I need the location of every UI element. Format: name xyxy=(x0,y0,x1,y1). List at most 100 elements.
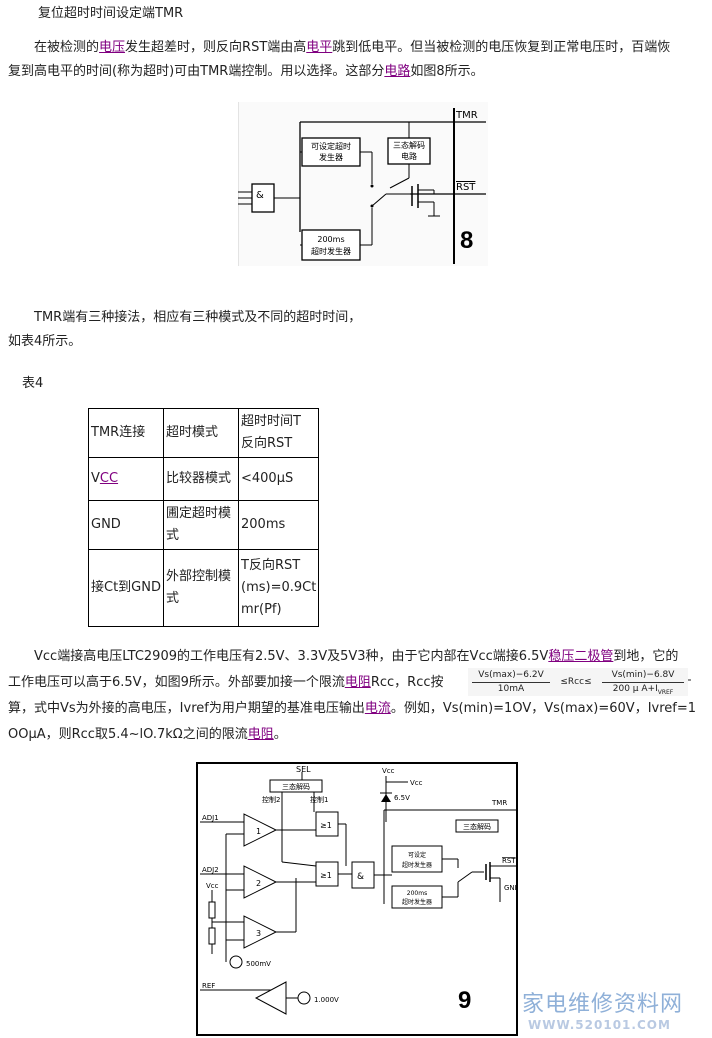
paragraph-1: 在被检测的电压发生超差时，则反向RST端由高电平跳到低电平。但当被检测的电压恢复… xyxy=(8,36,706,84)
para2-text: 如表4所示。 xyxy=(8,334,82,349)
section-title: 复位超时时间设定端TMR xyxy=(38,6,184,21)
table-caption: 表4 xyxy=(22,376,44,391)
link-zener-diode[interactable]: 稳压二极管 xyxy=(548,649,614,664)
fig9-dec-right: 三态解码 xyxy=(463,822,491,831)
table-vcc-prefix: V xyxy=(91,471,100,486)
fig8-box1-line1: 可设定超时 xyxy=(311,141,351,151)
fig8-rst-label: RST xyxy=(456,182,476,193)
fig9-or2-label: ≥1 xyxy=(320,871,332,880)
fig9-1v-source xyxy=(297,991,311,1005)
para3-text: Rcc，Rcc按 xyxy=(370,675,444,690)
fig8-number: 8 xyxy=(460,227,473,254)
fig9-gnd-label: GND xyxy=(504,884,518,892)
fig9-or1-label: ≥1 xyxy=(320,821,332,830)
table-header-time-l1: 超时时间T xyxy=(241,414,301,429)
figure-8: TMR RST 可设定超时 发生器 三态解码 电路 200ms 超时发生器 & xyxy=(238,102,488,266)
fig9-adjustable-timeout-box xyxy=(391,845,443,873)
formula-bar-2 xyxy=(602,682,684,683)
table-cell: 超时模式 xyxy=(163,408,239,458)
table-cell: GND xyxy=(88,500,164,550)
table-header-time-l2: 反向RST xyxy=(241,436,293,451)
fig9-comp2-label: 2 xyxy=(256,879,261,888)
fig9-rst-label: RST xyxy=(502,857,516,865)
table-cell: 圃定超时模式 xyxy=(163,500,239,550)
fig9-comp1-label: 1 xyxy=(256,827,261,836)
fig8-box1-line2: 发生器 xyxy=(319,152,343,162)
table-cell-text: GND xyxy=(91,517,121,532)
fig9-comparator-3 xyxy=(243,915,278,949)
figure-8-diagram: TMR RST 可设定超时 发生器 三态解码 电路 200ms 超时发生器 & xyxy=(238,102,488,266)
para3-text: 。例如，Vs(min)=1OV，Vs(max)=60V，Ivref=1 xyxy=(390,701,697,716)
fig9-resistor-1 xyxy=(208,901,216,919)
table-cell-text: mr(Pf) xyxy=(241,602,282,617)
link-vcc[interactable]: CC xyxy=(99,471,119,486)
fig9-box-b-l1: 200ms xyxy=(407,890,427,897)
table-cell-text: (ms)=0.9Ct xyxy=(241,580,317,595)
table-4: TMR连接 超时模式 超时时间T 反向RST VCC 比较器模式 <400μS G… xyxy=(88,408,320,627)
link-current[interactable]: 电流 xyxy=(364,701,391,716)
figure-9-diagram: SEL 三态解码 控制2 控制1 Vcc Vcc 6.5V ADJ1 1 ADJ… xyxy=(196,762,518,1036)
table-cell: 超时时间T 反向RST xyxy=(237,408,320,458)
fig8-box2-line2: 电路 xyxy=(401,151,417,161)
fig9-box-a-l1: 可设定 xyxy=(408,851,426,859)
fig9-tmr-label: TMR xyxy=(491,799,507,807)
fig9-500mv-source xyxy=(229,955,243,969)
fig8-box3-line1: 200ms xyxy=(317,235,344,244)
link-level[interactable]: 电平 xyxy=(306,40,333,55)
table-cell: 200ms xyxy=(237,500,320,550)
fig9-1v-label: 1.000V xyxy=(314,996,339,1004)
table-cell-text: 圃定超时模 xyxy=(166,506,232,521)
fig9-zener-diode xyxy=(381,794,391,802)
para1-text: 如图8所示。 xyxy=(410,64,484,79)
para1-text: 跳到低电平。但当被检测的电压恢复到正常电压时，百端恢 xyxy=(332,40,671,55)
table-cell-text: <400μS xyxy=(241,471,294,486)
formula-denominator-2: 200 μ A+IVREF xyxy=(600,683,686,699)
link-voltage[interactable]: 电压 xyxy=(99,40,126,55)
fig9-right-decoder-box xyxy=(455,819,499,833)
fig9-500mv-label: 500mV xyxy=(246,960,271,968)
para1-text: 在被检测的 xyxy=(34,40,100,55)
fig9-ref-label: REF xyxy=(202,982,215,990)
table-cell-text: 200ms xyxy=(241,517,286,532)
figure-9: SEL 三态解码 控制2 控制1 Vcc Vcc 6.5V ADJ1 1 ADJ… xyxy=(196,762,518,1038)
link-circuit[interactable]: 电路 xyxy=(384,64,411,79)
fig9-comp3-label: 3 xyxy=(256,929,261,938)
fig9-top-decoder-box xyxy=(269,779,323,793)
fig9-comparator-2 xyxy=(243,865,278,899)
fig9-comparator-1 xyxy=(243,813,278,847)
fig9-and-label: & xyxy=(357,872,364,882)
fig9-sel-label: SEL xyxy=(296,765,311,774)
formula-numerator-1: Vs(max)−6.2V xyxy=(478,670,544,680)
fig8-and-label: & xyxy=(256,190,264,201)
fig9-adj2: ADJ2 xyxy=(202,866,219,874)
table-cell: 比较器模式 xyxy=(163,457,239,501)
table-header-connection: TMR连接 xyxy=(91,425,146,440)
para3-text: 工作电压可以高于6.5V，如图9所示。外部要加接一个限流 xyxy=(8,675,345,690)
table-cell-text: 式 xyxy=(166,591,180,606)
link-resistor-2[interactable]: 电阻 xyxy=(247,727,274,742)
rcc-formula: Vs(max)−6.2V 10mA ≤Rcc≤ Vs(min)−6.8V 200… xyxy=(468,668,688,696)
formula-den2-sub: VREF xyxy=(657,688,674,696)
fig9-ctrl2: 控制2 xyxy=(262,795,280,804)
para1-text: 发生超差时，则反向RST端由高 xyxy=(125,40,307,55)
formula-den2-text: 200 μ A+I xyxy=(612,684,658,694)
table-cell-text: 外部控制模 xyxy=(166,569,232,584)
watermark-url: WWW.520101.COM xyxy=(528,1018,671,1032)
link-resistor[interactable]: 电阻 xyxy=(344,675,371,690)
para3-text: 。 xyxy=(273,727,287,742)
table-cell: VCC xyxy=(88,457,164,501)
paragraph-2: TMR端有三种接法，相应有三种模式及不同的超时时间， 如表4所示。 xyxy=(8,306,706,354)
para3-text: 算，式中Vs为外接的高电压，Ivref为用户期望的基准电压输出 xyxy=(8,701,365,716)
fig8-timeout-gen-box xyxy=(301,137,361,167)
fig9-adj1: ADJ1 xyxy=(202,814,219,822)
formula-relation: ≤Rcc≤ xyxy=(560,677,592,687)
fig9-vcc-side: Vcc xyxy=(410,779,423,787)
table-cell-text: 比较器模式 xyxy=(166,471,232,486)
fig9-ctrl1: 控制1 xyxy=(310,795,328,804)
para3-text: 到地，它的 xyxy=(613,649,679,664)
para3-text: OOμA，则Rcc取5.4~lO.7kΩ之间的限流 xyxy=(8,727,248,742)
table-row: GND 圃定超时模式 200ms xyxy=(88,500,320,550)
table-cell: <400μS xyxy=(237,457,320,501)
